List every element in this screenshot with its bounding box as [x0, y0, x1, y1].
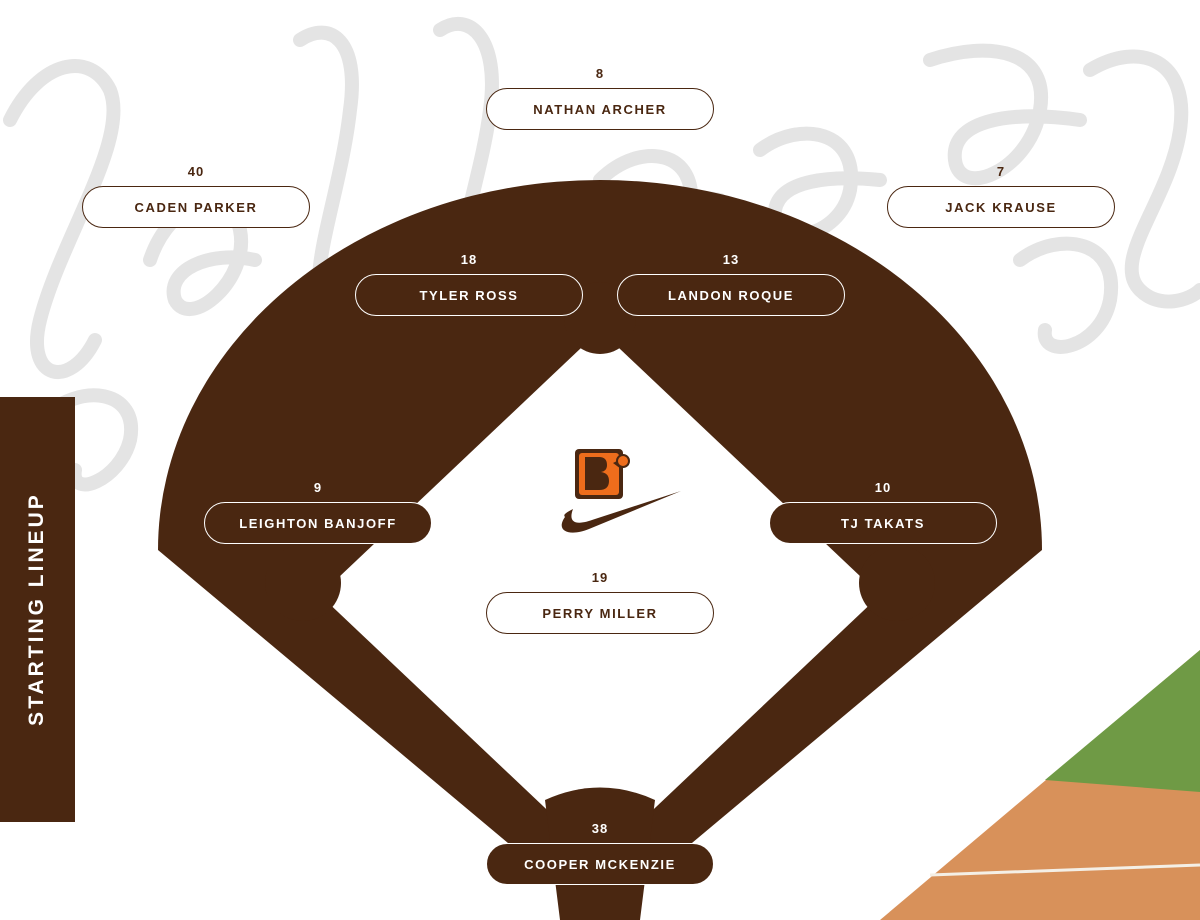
position-number-ss: 18: [460, 252, 478, 267]
player-pill-cf: NATHAN ARCHER: [486, 88, 714, 130]
position-number-lf: 40: [187, 164, 205, 179]
player-pill-3b: LEIGHTON BANJOFF: [204, 502, 432, 544]
player-pill-p: PERRY MILLER: [486, 592, 714, 634]
position-number-2b: 13: [722, 252, 740, 267]
team-logo: [561, 449, 681, 533]
position-number-rf: 7: [996, 164, 1006, 179]
position-number-c: 38: [591, 821, 609, 836]
first-base-cutout: [859, 545, 935, 621]
position-number-3b: 9: [313, 480, 323, 495]
player-pill-ss: TYLER ROSS: [355, 274, 583, 316]
third-base-cutout: [265, 545, 341, 621]
player-pill-lf: CADEN PARKER: [82, 186, 310, 228]
player-pill-1b: TJ TAKATS: [769, 502, 997, 544]
player-pill-2b: LANDON ROQUE: [617, 274, 845, 316]
position-number-cf: 8: [595, 66, 605, 81]
player-pill-c: COOPER MCKENZIE: [486, 843, 714, 885]
position-number-1b: 10: [874, 480, 892, 495]
position-number-p: 19: [591, 570, 609, 585]
bg-monogram-icon: [575, 449, 630, 499]
starting-lineup-label: STARTING LINEUP: [25, 492, 48, 726]
swoosh-icon: [561, 491, 681, 533]
player-pill-rf: JACK KRAUSE: [887, 186, 1115, 228]
side-tab: [0, 397, 75, 822]
